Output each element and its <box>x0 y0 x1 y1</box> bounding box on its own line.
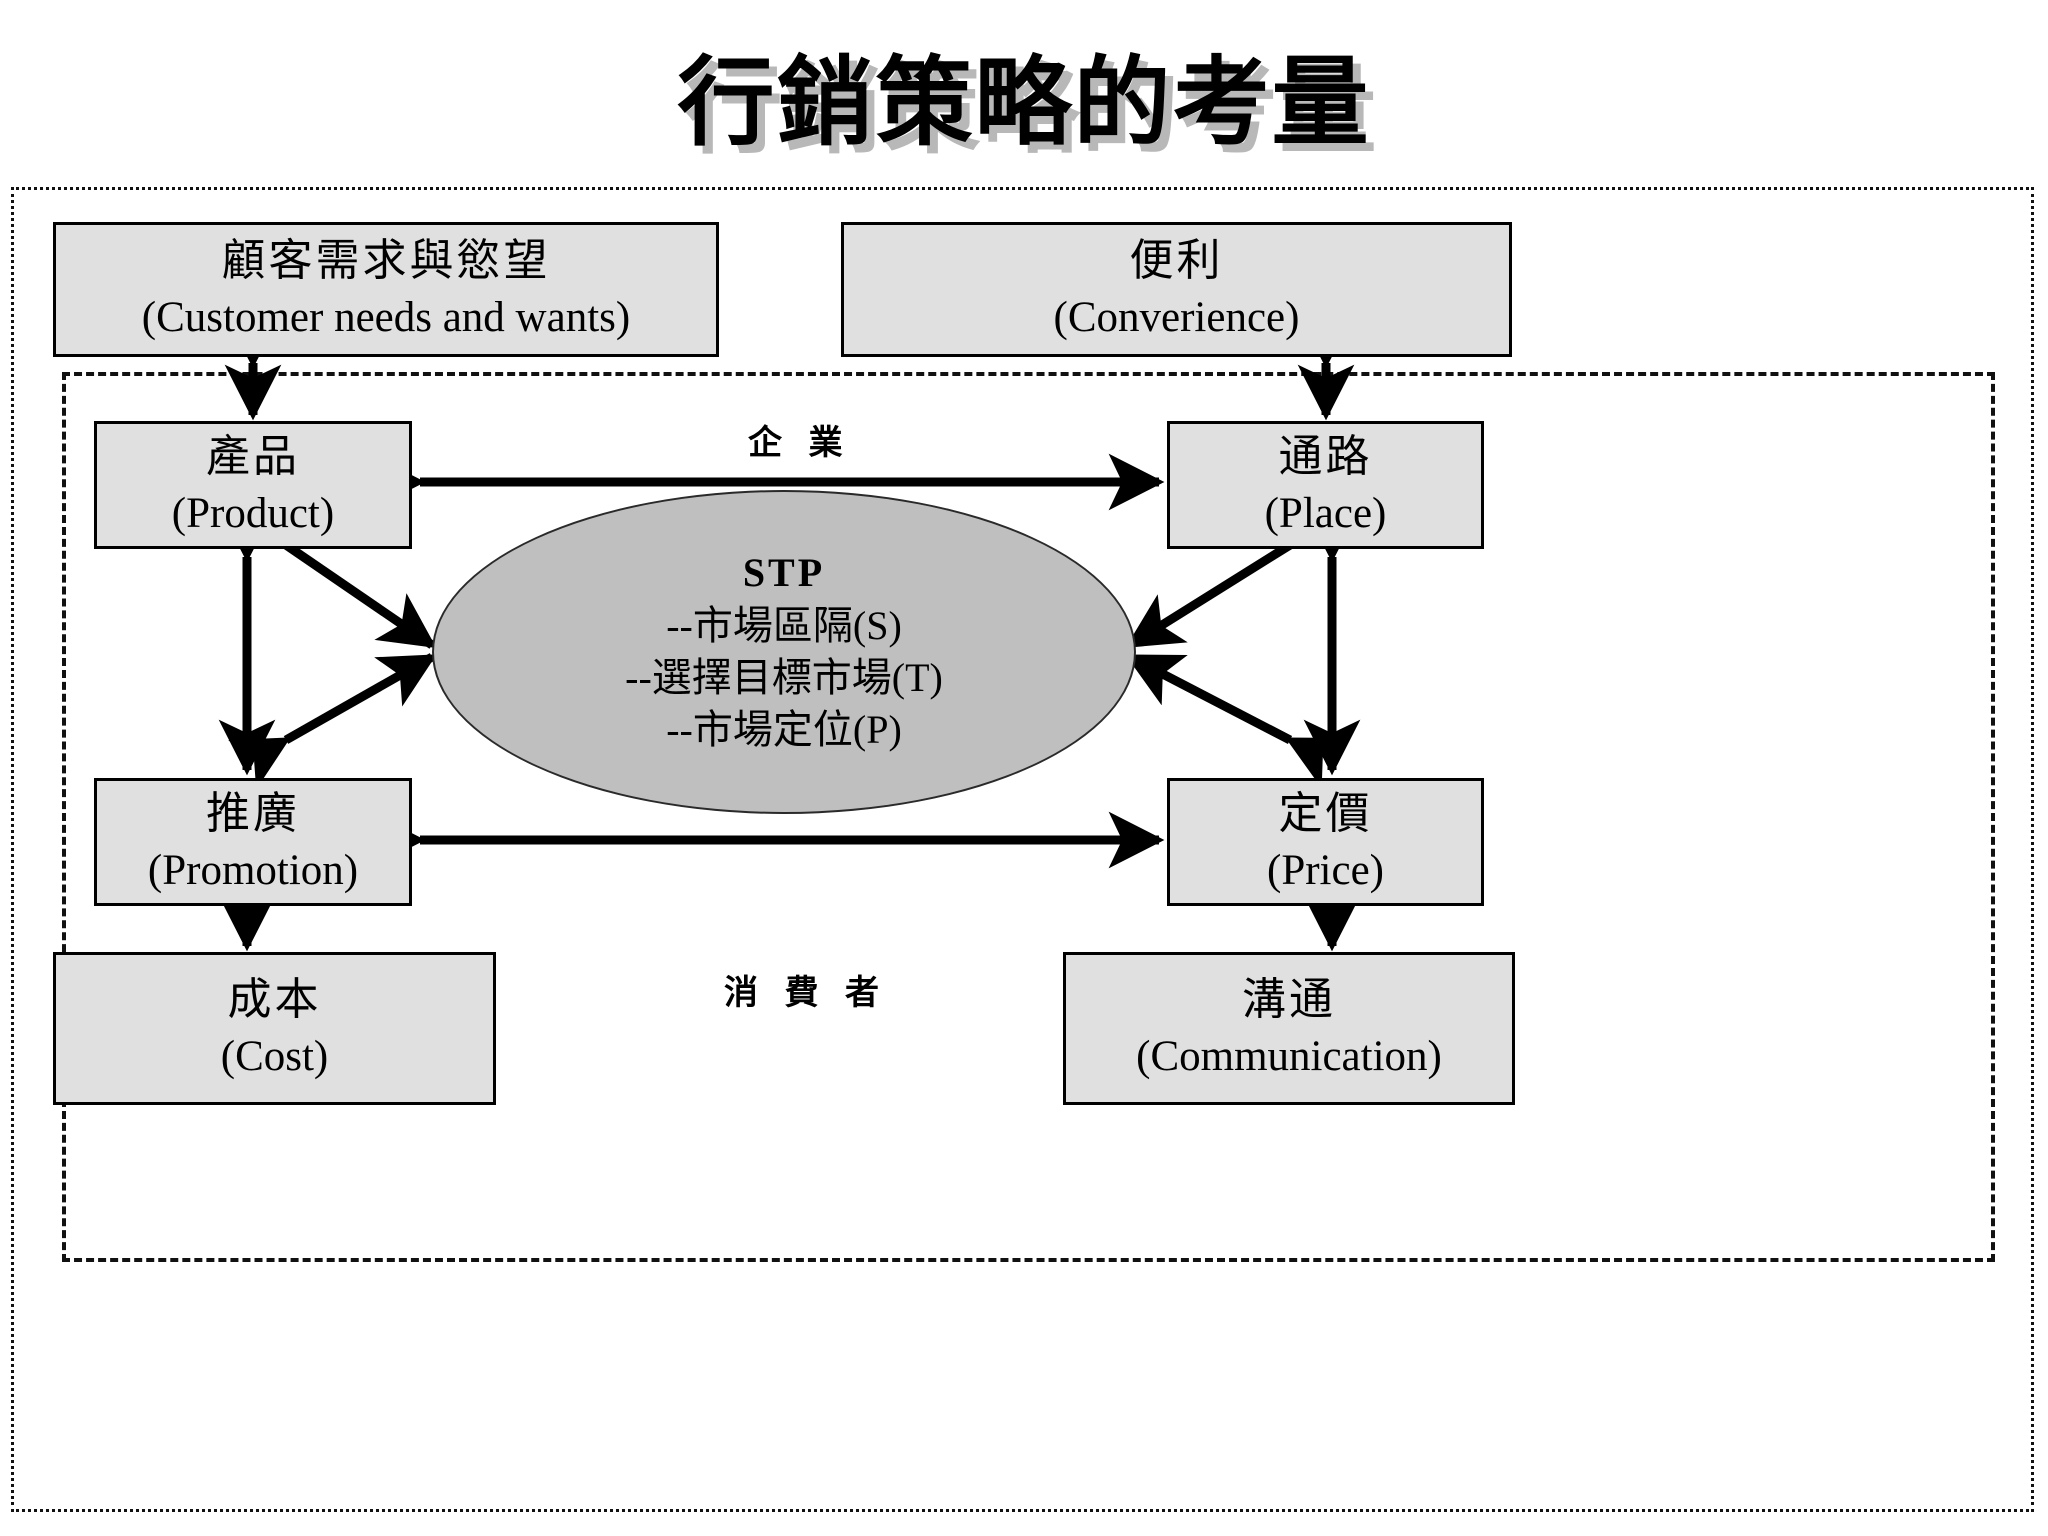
box-communication-en: (Communication) <box>1136 1033 1442 1081</box>
inner-dashed-frame <box>62 372 1995 1262</box>
stp-line-positioning: --市場定位(P) <box>666 706 902 752</box>
box-communication[interactable]: 溝通 (Communication) <box>1063 952 1515 1105</box>
box-convenience[interactable]: 便利 (Converience) <box>841 222 1512 357</box>
box-convenience-cn: 便利 <box>1129 236 1224 286</box>
box-product-en: (Product) <box>171 489 335 537</box>
box-promotion[interactable]: 推廣 (Promotion) <box>94 778 412 906</box>
stp-ellipse[interactable]: STP --市場區隔(S) --選擇目標市場(T) --市場定位(P) <box>432 490 1136 814</box>
stp-line-segmentation: --市場區隔(S) <box>666 602 902 648</box>
box-price[interactable]: 定價 (Price) <box>1167 778 1484 906</box>
box-cost-en: (Cost) <box>220 1033 329 1081</box>
box-place-cn: 通路 <box>1278 431 1373 481</box>
outer-dotted-frame <box>11 187 2034 1512</box>
label-consumer: 消 費 者 <box>724 975 888 1012</box>
box-price-en: (Price) <box>1267 846 1384 894</box>
box-product-cn: 產品 <box>206 431 300 481</box>
box-place-en: (Place) <box>1264 489 1387 537</box>
box-cost[interactable]: 成本 (Cost) <box>53 952 496 1105</box>
stp-line-targeting: --選擇目標市場(T) <box>625 654 943 700</box>
box-promotion-cn: 推廣 <box>206 788 300 838</box>
box-communication-cn: 溝通 <box>1242 975 1336 1025</box>
box-customer-cn: 顧客需求與慾望 <box>221 236 551 286</box>
box-price-cn: 定價 <box>1278 788 1373 838</box>
box-product[interactable]: 產品 (Product) <box>94 421 412 549</box>
box-customer-needs[interactable]: 顧客需求與慾望 (Customer needs and wants) <box>53 222 719 357</box>
box-customer-en: (Customer needs and wants) <box>141 294 631 342</box>
box-promotion-en: (Promotion) <box>147 846 359 894</box>
page-title: 行銷策略的考量 <box>677 46 1371 159</box>
box-cost-cn: 成本 <box>227 975 322 1025</box>
label-enterprise: 企 業 <box>748 425 852 462</box>
stp-heading: STP <box>742 549 826 595</box>
box-place[interactable]: 通路 (Place) <box>1167 421 1484 549</box>
box-convenience-en: (Converience) <box>1053 294 1300 342</box>
